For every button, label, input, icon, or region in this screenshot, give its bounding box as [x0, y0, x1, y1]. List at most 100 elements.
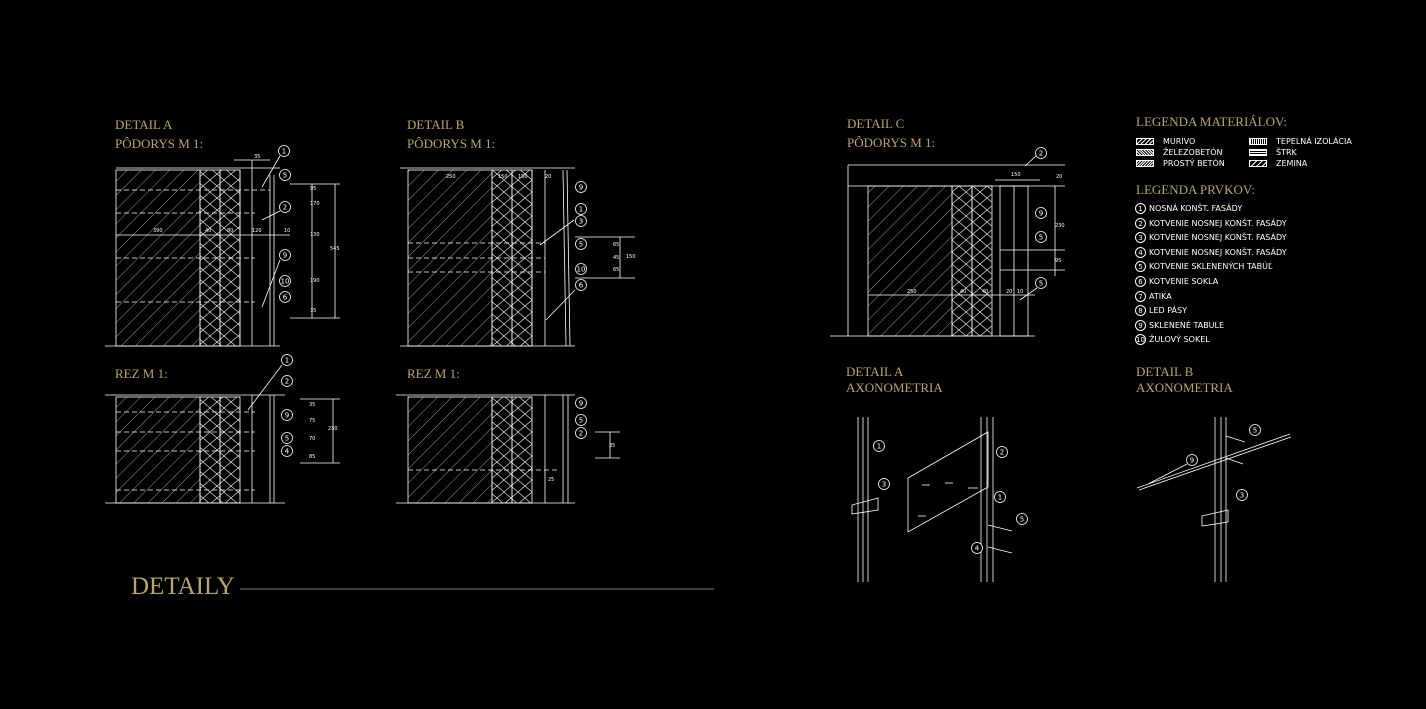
callout-dc: 5	[1035, 231, 1047, 243]
dimension-label: 170	[310, 201, 320, 207]
svg-text:3: 3	[579, 217, 583, 225]
svg-text:5: 5	[1039, 279, 1043, 287]
dimension-label: 20	[545, 174, 551, 180]
dimension-label: 35	[310, 308, 316, 314]
dimension-label: 65	[613, 242, 619, 248]
swatch-izolacia	[1249, 138, 1267, 145]
dimension-label: 390	[153, 228, 163, 234]
material-label: TEPELNÁ IZOLÁCIA	[1276, 137, 1352, 146]
callout-rb: 5	[575, 414, 587, 426]
swatch-strk	[1249, 149, 1267, 156]
legend-number: 2	[1135, 217, 1146, 229]
dimension-label: 35	[309, 402, 315, 408]
dimension-label: 10	[284, 228, 290, 234]
dimension-label: 65	[613, 267, 619, 273]
callout-axa: 4	[971, 542, 983, 554]
svg-text:9: 9	[579, 399, 583, 407]
svg-text:1: 1	[282, 147, 286, 155]
legend-item-label: ATIKA	[1149, 291, 1172, 301]
dimension-label: 250	[907, 289, 917, 295]
detail-b-title: DETAIL B	[407, 117, 465, 132]
axo-b-title: DETAIL B	[1136, 364, 1194, 379]
detail-b-scale: PÔDORYS M 1:	[407, 136, 496, 151]
callout-db: 9	[575, 181, 587, 193]
legend-number: 10	[1135, 334, 1146, 346]
legend-item-label: SKLENENÉ TABULE	[1149, 320, 1225, 330]
dimension-label: 20	[1006, 289, 1012, 295]
legend-number: 6	[1135, 276, 1146, 287]
sheet-title: DETAILY	[131, 573, 235, 600]
callout-axa: 1	[994, 491, 1006, 503]
svg-text:1: 1	[285, 356, 289, 364]
material-label: ZEMINA	[1276, 159, 1308, 168]
legend-number: 8	[1135, 305, 1146, 317]
svg-text:2: 2	[1000, 448, 1004, 456]
svg-text:5: 5	[1253, 426, 1257, 434]
callout-axa: 3	[878, 478, 890, 490]
dimension-label: 45	[613, 255, 619, 261]
legend-item-label: NOSNÁ KONŠT. FASÁDY	[1149, 204, 1243, 213]
legend-item-label: ŽULOVÝ SOKEL	[1149, 335, 1210, 345]
svg-text:5: 5	[579, 240, 583, 248]
svg-text:3: 3	[882, 480, 886, 488]
svg-text:5: 5	[283, 171, 287, 179]
callout-ra: 5	[281, 432, 293, 444]
material-label: PROSTÝ BETÓN	[1163, 159, 1225, 168]
callout-axa: 1	[873, 440, 885, 452]
dimension-label: 95	[1055, 258, 1061, 264]
dimension-label: 250	[446, 174, 456, 180]
svg-text:5: 5	[1039, 233, 1043, 241]
callout-dc: 5	[1035, 277, 1047, 289]
legend-item-label: KOTVENIE NOSNEJ KONŠT. FASÁDY	[1149, 218, 1287, 228]
dimension-label: 20	[1056, 174, 1062, 180]
callout-db: 10	[575, 263, 587, 275]
callout-da: 6	[279, 291, 291, 303]
svg-text:4: 4	[975, 544, 980, 552]
callout-db: 6	[575, 279, 587, 291]
dimension-label: 150	[498, 174, 508, 180]
svg-text:6: 6	[283, 293, 288, 301]
svg-text:3: 3	[1240, 491, 1244, 499]
material-label: ŽELEZOBETÓN	[1163, 148, 1223, 157]
callout-dc: 2	[1035, 147, 1047, 159]
rez-a-title: REZ M 1:	[115, 366, 168, 381]
callout-db: 1	[575, 203, 587, 215]
callout-axb: 3	[1236, 489, 1248, 501]
legend-number: 7	[1135, 290, 1146, 302]
callout-db: 5	[575, 238, 587, 250]
swatch-zemina	[1249, 160, 1267, 167]
svg-text:5: 5	[285, 434, 289, 442]
svg-text:10: 10	[577, 265, 586, 273]
dimension-label: 70	[309, 436, 315, 442]
material-label: ŠTRK	[1276, 148, 1297, 157]
legend-item-label: KOTVENIE SKLENENÝCH TABÚĽ	[1149, 262, 1273, 272]
detail-a-scale: PÔDORYS M 1:	[115, 136, 204, 151]
callout-axb: 5	[1249, 424, 1261, 436]
callout-axa: 2	[996, 446, 1008, 458]
callout-rb: 9	[575, 397, 587, 409]
dimension-label: 120	[252, 228, 262, 234]
svg-text:1: 1	[877, 442, 881, 450]
callout-dc: 9	[1035, 207, 1047, 219]
legend-elements-heading: LEGENDA PRVKOV:	[1136, 182, 1255, 197]
legend-item-label: KOTVENIE SOKLA	[1149, 277, 1219, 286]
svg-text:5: 5	[1020, 515, 1024, 523]
callout-ra: 9	[281, 409, 293, 421]
legend-number: 9	[1135, 319, 1146, 331]
svg-text:1: 1	[579, 205, 583, 213]
dimension-label: 35	[254, 154, 260, 160]
legend-number: 5	[1135, 261, 1146, 273]
axo-a-subtitle: AXONOMETRIA	[846, 380, 943, 395]
svg-text:2: 2	[579, 429, 583, 437]
dimension-label: 95	[310, 186, 316, 192]
callout-da: 5	[279, 169, 291, 181]
legend-materials-heading: LEGENDA MATERIÁLOV:	[1136, 114, 1288, 129]
swatch-prosty-beton	[1136, 160, 1154, 167]
swatch-zelezobeton	[1136, 149, 1154, 156]
callout-ra: 4	[281, 445, 293, 457]
rez-b-title: REZ M 1:	[407, 366, 460, 381]
callout-axb: 9	[1186, 454, 1198, 466]
legend-item-label: LED PÁSY	[1149, 306, 1187, 316]
axo-b-subtitle: AXONOMETRIA	[1136, 380, 1233, 395]
